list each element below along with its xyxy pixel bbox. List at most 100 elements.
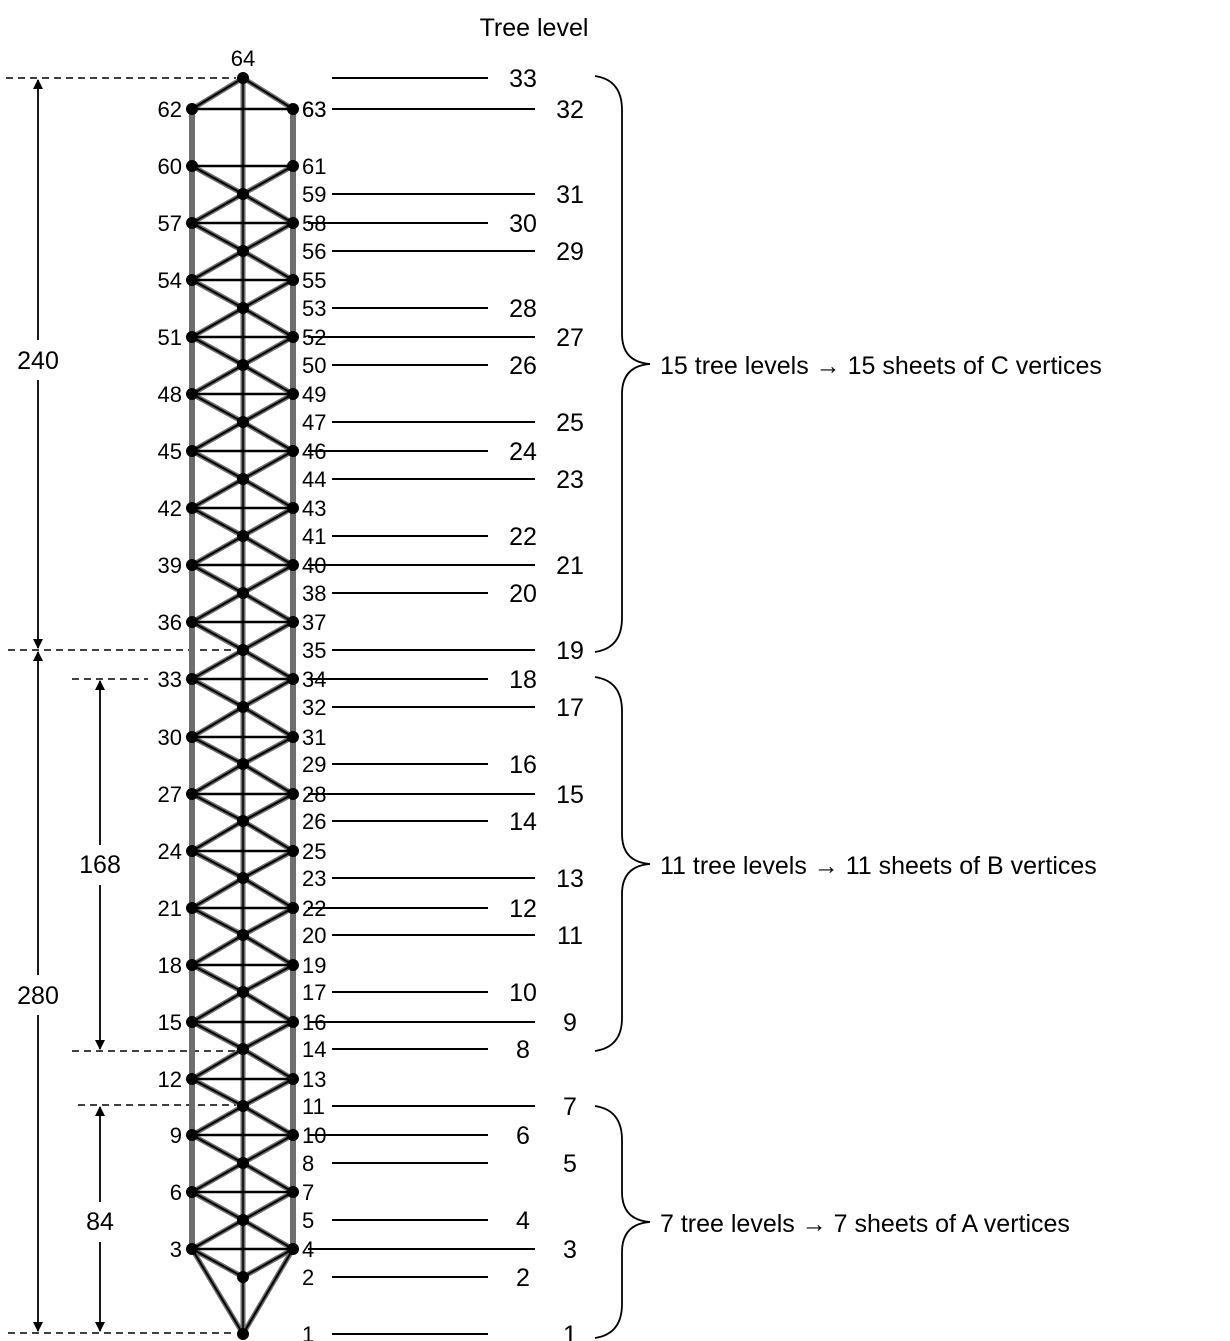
tree-edge-diagonal xyxy=(242,478,294,509)
tree-level-number: 23 xyxy=(556,466,584,494)
dimension-label-168: 168 xyxy=(79,851,121,879)
vertex-13 xyxy=(287,1073,299,1085)
tree-edge-diagonal xyxy=(242,535,294,566)
vertex-4 xyxy=(287,1243,299,1255)
vertex-label-left: 54 xyxy=(158,268,182,293)
vertex-label-top: 64 xyxy=(231,46,255,71)
tree-level-number: 7 xyxy=(563,1093,577,1121)
tree-edge-diagonal xyxy=(191,421,244,452)
vertex-22 xyxy=(287,902,299,914)
vertex-label-left: 24 xyxy=(158,839,182,864)
vertex-55 xyxy=(287,274,299,286)
tree-edge-diagonal xyxy=(191,621,244,651)
vertex-34 xyxy=(287,673,299,685)
vertex-label-right: 43 xyxy=(302,496,326,521)
tree-edge-diagonal xyxy=(242,364,294,395)
tree-edge-diagonal xyxy=(242,336,294,366)
tree-edge-diagonal xyxy=(191,820,244,852)
vertex-label-middle: 41 xyxy=(302,524,326,549)
vertex-45 xyxy=(186,445,198,457)
vertex-52 xyxy=(287,331,299,343)
vertex-47 xyxy=(237,416,249,428)
vertex-21 xyxy=(186,902,198,914)
vertex-20 xyxy=(237,929,249,941)
vertex-label-middle: 23 xyxy=(302,866,326,891)
vertex-label-right: 55 xyxy=(302,268,326,293)
brace-label-b: 11 tree levels → 11 sheets of B vertices xyxy=(660,852,1097,880)
vertex-41 xyxy=(237,530,249,542)
vertex-label-middle: 50 xyxy=(302,353,326,378)
tree-edge-diagonal xyxy=(191,1105,244,1136)
tree-edge-diagonal xyxy=(242,222,294,252)
vertex-label-right: 25 xyxy=(302,839,326,864)
vertex-label-middle: 20 xyxy=(302,923,326,948)
tree-edge-diagonal xyxy=(191,1134,244,1164)
tree-edge-diagonal xyxy=(242,1021,294,1050)
tree-level-number: 10 xyxy=(509,979,537,1007)
tree-level-number: 32 xyxy=(556,96,584,124)
tree-edge-diagonal xyxy=(191,393,244,423)
tree-level-number: 21 xyxy=(556,552,584,580)
vertex-31 xyxy=(287,731,299,743)
vertex-label-left: 21 xyxy=(158,896,182,921)
vertex-label-middle: 11 xyxy=(302,1094,325,1119)
tree-edge-apex xyxy=(242,77,294,110)
tree-edge-diagonal xyxy=(242,507,294,537)
tree-level-number: 17 xyxy=(556,694,584,722)
vertex-36 xyxy=(186,616,198,628)
vertex-10 xyxy=(287,1129,299,1141)
tree-edge-diagonal xyxy=(191,279,244,309)
vertex-60 xyxy=(186,160,198,172)
vertex-label-left: 33 xyxy=(158,667,182,692)
tree-edge-diagonal xyxy=(242,877,294,909)
dashed-reference-lines xyxy=(6,77,236,1334)
vertex-9 xyxy=(186,1129,198,1141)
brace-a xyxy=(594,1105,651,1339)
tree-edge-diagonal xyxy=(242,964,294,993)
tree-edge-diagonal xyxy=(191,991,244,1023)
tree-edge-diagonal xyxy=(242,1248,294,1278)
tree-edge-diagonal xyxy=(242,592,294,623)
tree-edge-apex xyxy=(191,77,244,110)
vertex-label-right: 31 xyxy=(302,725,326,750)
tree-level-number: 8 xyxy=(516,1036,530,1064)
vertex-35 xyxy=(237,644,249,656)
vertex-label-middle: 47 xyxy=(302,410,326,435)
tree-edge-diagonal xyxy=(191,250,244,281)
vertex-label-left: 3 xyxy=(170,1237,182,1262)
vertex-label-left: 48 xyxy=(158,382,182,407)
tree-edge-diagonal xyxy=(242,736,294,765)
tree-edge-diagonal xyxy=(191,763,244,795)
tree-edge-diagonal xyxy=(242,706,294,738)
tree-level-number: 19 xyxy=(556,637,584,665)
vertex-18 xyxy=(186,959,198,971)
tree-edge-diagonal xyxy=(242,991,294,1023)
vertex-label-middle: 14 xyxy=(302,1037,326,1062)
vertex-label-right: 37 xyxy=(302,610,326,635)
vertex-51 xyxy=(186,331,198,343)
vertex-label-left: 27 xyxy=(158,782,182,807)
vertex-61 xyxy=(287,160,299,172)
vertex-label-middle: 1 xyxy=(302,1322,314,1341)
dimension-label-280: 280 xyxy=(17,982,59,1010)
vertex-19 xyxy=(287,959,299,971)
tree-vertices xyxy=(186,72,299,1340)
tree-level-number: 14 xyxy=(509,808,537,836)
tree-edge-diagonal xyxy=(242,763,294,795)
tree-edge-diagonal xyxy=(242,934,294,966)
vertex-label-right: 13 xyxy=(302,1067,326,1092)
tree-edge-diagonal xyxy=(191,1078,244,1107)
vertex-32 xyxy=(237,701,249,713)
vertex-label-middle: 63 xyxy=(302,97,326,122)
tree-level-number: 27 xyxy=(556,324,584,352)
tree-edge-diagonal xyxy=(191,193,244,224)
vertex-48 xyxy=(186,388,198,400)
tree-level-heading: Tree level xyxy=(480,14,589,42)
vertex-label-middle: 38 xyxy=(302,581,326,606)
tree-level-number: 22 xyxy=(509,523,537,551)
tree-edge-diagonal xyxy=(191,222,244,252)
tree-level-number: 25 xyxy=(556,409,584,437)
vertex-39 xyxy=(186,559,198,571)
tree-edge-diagonal xyxy=(191,1219,244,1250)
